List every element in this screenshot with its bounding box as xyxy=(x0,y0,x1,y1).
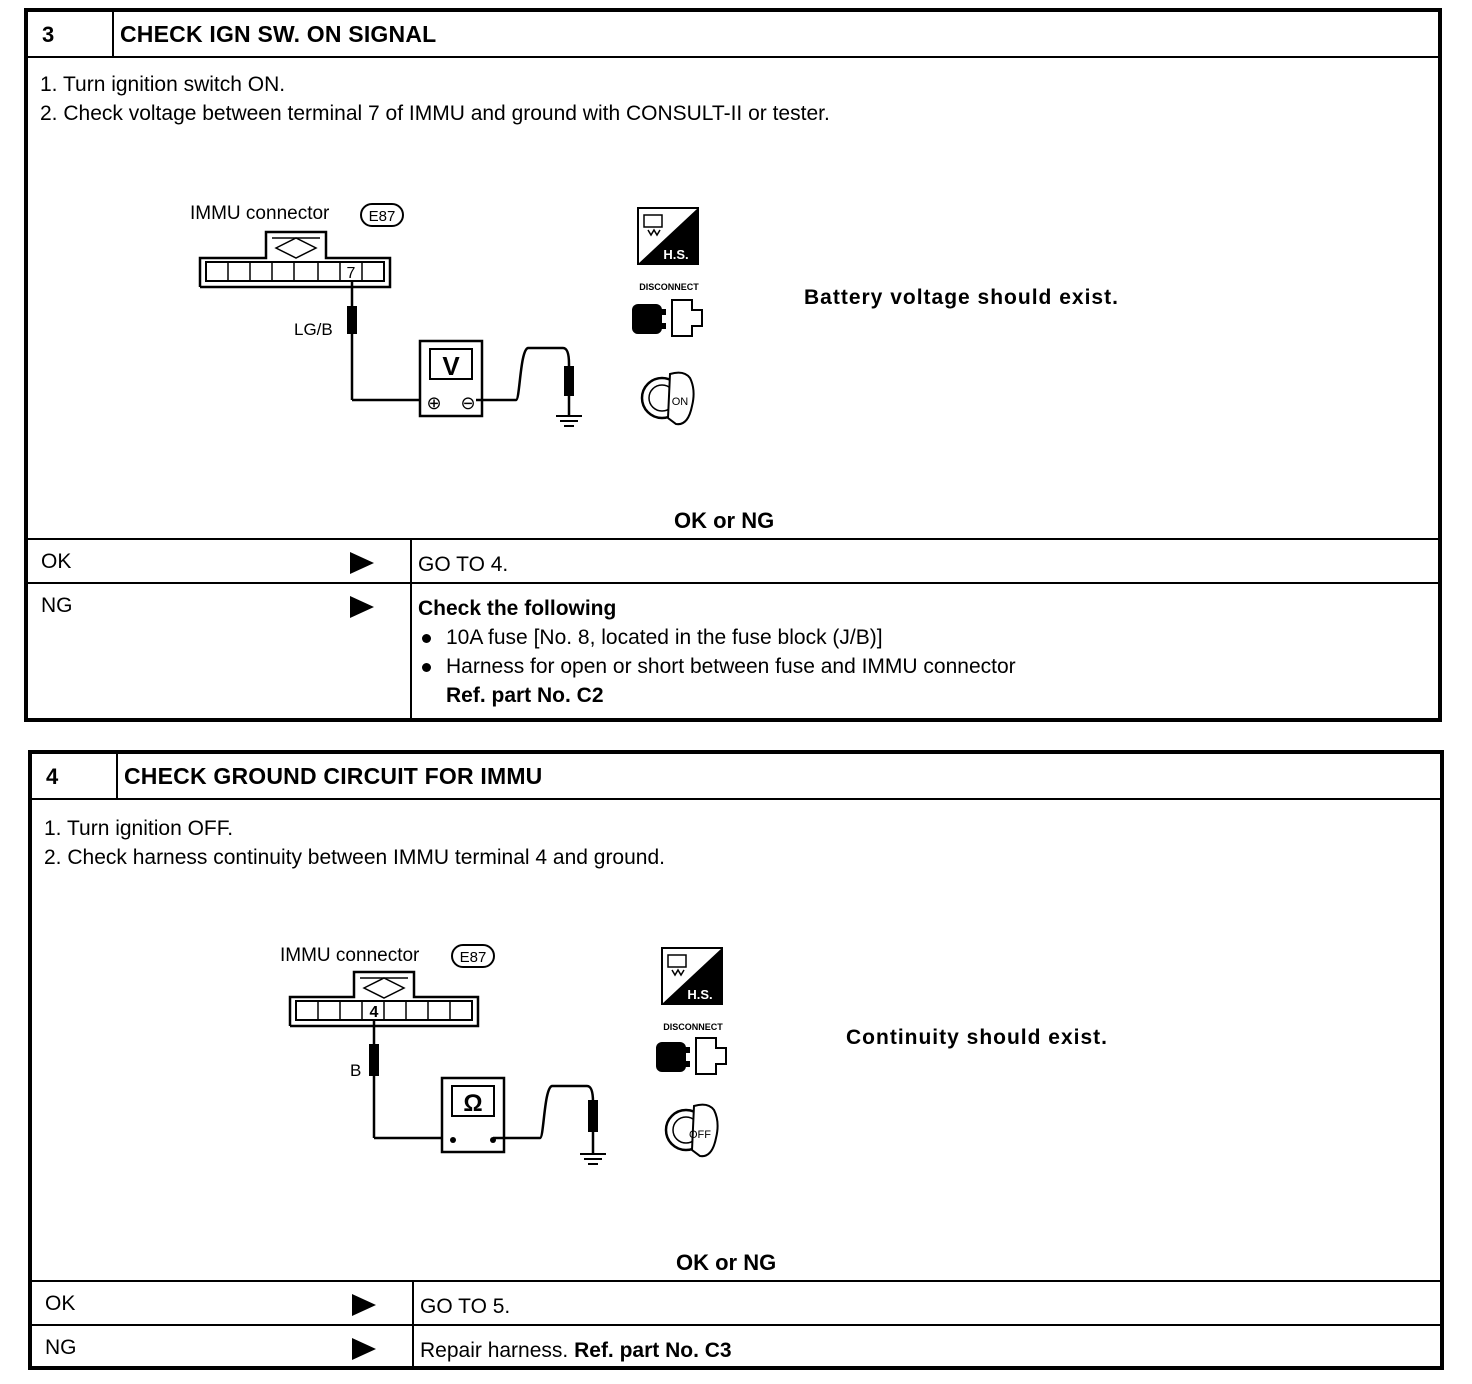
ng-result-text: Repair harness. xyxy=(420,1339,569,1362)
ok-row: OK GO TO 5. xyxy=(32,1280,1440,1326)
step-3-header: 3 CHECK IGN SW. ON SIGNAL xyxy=(28,12,1438,58)
step-4-header: 4 CHECK GROUND CIRCUIT FOR IMMU xyxy=(32,754,1440,800)
ok-row: OK GO TO 4. xyxy=(28,538,1438,584)
ground-lead xyxy=(493,1084,595,1154)
step-4-instructions: 1. Turn ignition OFF. 2. Check harness c… xyxy=(44,814,665,872)
ok-or-ng-label: OK or NG xyxy=(674,508,775,533)
svg-text:H.S.: H.S. xyxy=(687,987,712,1002)
step-number: 3 xyxy=(42,22,55,47)
hot-start-icon: H.S. xyxy=(637,207,699,265)
ref-part: Ref. part No. C2 xyxy=(446,684,604,707)
instruction-line: 1. Turn ignition switch ON. xyxy=(40,73,286,96)
terminal-number: 7 xyxy=(347,265,356,282)
ng-label: NG xyxy=(41,594,73,617)
step-title: CHECK IGN SW. ON SIGNAL xyxy=(120,21,437,47)
svg-text:DISCONNECT: DISCONNECT xyxy=(663,1022,723,1032)
arrow-right-icon xyxy=(352,1294,376,1316)
step-title: CHECK GROUND CIRCUIT FOR IMMU xyxy=(124,763,543,789)
ok-or-ng-label: OK or NG xyxy=(676,1250,777,1275)
minus-terminal: ⊖ xyxy=(460,393,475,413)
svg-text:ON: ON xyxy=(672,396,689,408)
ground-lead xyxy=(476,346,571,416)
ref-part: Ref. part No. C3 xyxy=(574,1339,732,1362)
ok-result: GO TO 5. xyxy=(420,1295,511,1318)
plus-terminal: ⊕ xyxy=(426,393,441,413)
list-item: 10A fuse [No. 8, located in the fuse blo… xyxy=(418,623,1016,652)
instruction-line: 1. Turn ignition OFF. xyxy=(44,817,234,840)
expected-result: Continuity should exist. xyxy=(846,1026,1109,1049)
hot-start-icon: H.S. xyxy=(661,947,723,1005)
connector-label: IMMU connector xyxy=(280,945,420,966)
instruction-line: 2. Check harness continuity between IMMU… xyxy=(44,846,665,869)
step-3-instructions: 1. Turn ignition switch ON. 2. Check vol… xyxy=(40,70,830,128)
ignition-key-off-icon: OFF xyxy=(664,1103,719,1158)
terminal-number: 4 xyxy=(370,1004,379,1021)
ng-row: NG Repair harness. Ref. part No. C3 xyxy=(32,1324,1440,1366)
list-item: Harness for open or short between fuse a… xyxy=(418,652,1016,681)
ignition-key-on-icon: ON xyxy=(640,371,695,426)
step-3-diagram: IMMU connector E87 7 LG/B V ⊕ ⊖ xyxy=(190,203,703,427)
connector-code-badge xyxy=(360,203,404,227)
ng-result: Check the following 10A fuse [No. 8, loc… xyxy=(418,594,1016,710)
connector-shape xyxy=(288,970,480,1028)
meter-symbol: V xyxy=(442,351,460,381)
arrow-right-icon xyxy=(352,1338,376,1360)
arrow-right-icon xyxy=(350,552,374,574)
step-number: 4 xyxy=(46,764,59,789)
ng-result: Repair harness. Ref. part No. C3 xyxy=(420,1336,732,1365)
probe xyxy=(347,306,357,334)
connector-code: E87 xyxy=(460,949,487,966)
svg-text:OFF: OFF xyxy=(689,1129,711,1141)
disconnect-icon: DISCONNECT xyxy=(656,1022,727,1075)
ng-row: NG Check the following 10A fuse [No. 8, … xyxy=(28,582,1438,718)
step-3-box: 3 CHECK IGN SW. ON SIGNAL 1. Turn igniti… xyxy=(24,8,1442,722)
ng-heading: Check the following xyxy=(418,597,617,620)
connector-code-badge xyxy=(451,944,495,968)
wire-color: LG/B xyxy=(294,320,333,339)
ng-label: NG xyxy=(45,1336,77,1359)
step-4-box: 4 CHECK GROUND CIRCUIT FOR IMMU 1. Turn … xyxy=(28,750,1444,1370)
ok-label: OK xyxy=(41,550,72,573)
connector-code: E87 xyxy=(369,208,396,225)
svg-text:DISCONNECT: DISCONNECT xyxy=(639,282,699,292)
expected-result: Battery voltage should exist. xyxy=(804,286,1119,309)
ok-result: GO TO 4. xyxy=(418,553,509,576)
disconnect-icon: DISCONNECT xyxy=(632,282,703,337)
step-4-diagram: IMMU connector E87 4 B Ω xyxy=(280,944,727,1165)
meter-symbol: Ω xyxy=(463,1090,482,1117)
svg-text:H.S.: H.S. xyxy=(663,247,688,262)
connector-label: IMMU connector xyxy=(190,203,330,224)
wire-color: B xyxy=(350,1061,361,1080)
ok-label: OK xyxy=(45,1292,76,1315)
probe xyxy=(369,1044,379,1076)
instruction-line: 2. Check voltage between terminal 7 of I… xyxy=(40,102,830,125)
connector-shape xyxy=(198,230,392,289)
arrow-right-icon xyxy=(350,596,374,618)
